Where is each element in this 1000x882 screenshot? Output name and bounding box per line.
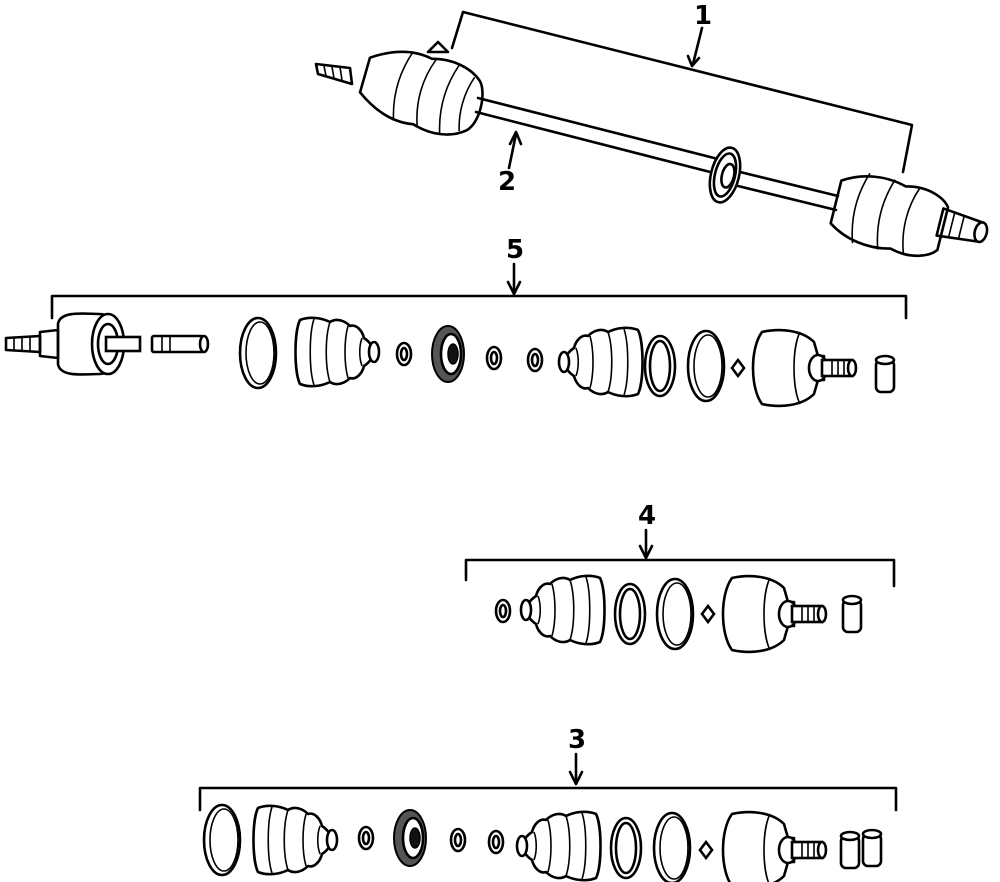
- callout-2: 2: [498, 167, 516, 197]
- callout-1: 1: [694, 1, 712, 31]
- group-3-complete-boot-kit: 3: [198, 725, 898, 882]
- assembled-axle: 1: [314, 1, 989, 258]
- callout-4: 4: [638, 501, 656, 531]
- callout-3: 3: [568, 725, 586, 755]
- group-4-outer-joint-kit: 4: [464, 501, 896, 654]
- callout-5: 5: [506, 235, 524, 265]
- group-5-exploded-kit: 5: [4, 235, 908, 408]
